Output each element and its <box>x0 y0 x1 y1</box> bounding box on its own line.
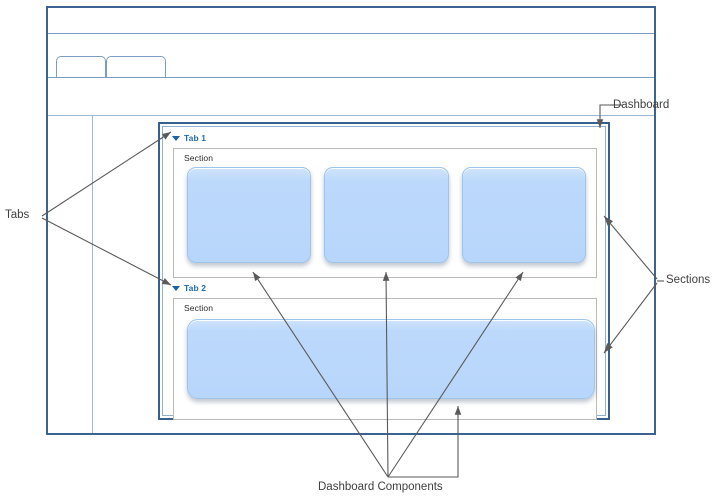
annotation-label-components: Dashboard Components <box>318 481 443 493</box>
sidebar-divider <box>92 116 93 433</box>
dashboard-tab-1-label: Tab 1 <box>184 133 207 143</box>
window-menu-strip <box>48 34 654 56</box>
chrome-tab-1[interactable] <box>56 56 106 78</box>
chrome-tab-2[interactable] <box>106 56 166 78</box>
annotation-label-dashboard: Dashboard <box>613 99 670 111</box>
section-panel-2: Section <box>173 298 597 420</box>
section-2-title: Section <box>184 303 214 313</box>
dashboard-frame: Tab 1 Section Tab 2 Section <box>158 122 610 420</box>
triangle-down-icon <box>172 135 180 141</box>
triangle-down-icon <box>172 285 180 291</box>
component-row-1 <box>174 163 596 263</box>
dashboard-tab-1-header[interactable]: Tab 1 <box>167 130 601 146</box>
dashboard-component-1[interactable] <box>187 167 312 263</box>
section-panel-1: Section <box>173 148 597 278</box>
dashboard-inner-frame: Tab 1 Section Tab 2 Section <box>162 126 606 420</box>
window-title-bar <box>48 8 654 34</box>
dashboard-component-3[interactable] <box>461 167 586 263</box>
dashboard-tab-2-header[interactable]: Tab 2 <box>167 280 601 296</box>
tab-strip-baseline <box>48 77 654 78</box>
dashboard-content: Tab 1 Section Tab 2 Section <box>167 130 601 420</box>
dashboard-component-4[interactable] <box>187 319 595 399</box>
section-1-title: Section <box>184 153 214 163</box>
window-toolbar-band <box>48 78 654 116</box>
annotation-label-sections: Sections <box>666 274 711 286</box>
dashboard-tab-2-label: Tab 2 <box>184 283 207 293</box>
annotation-label-tabs: Tabs <box>5 209 30 221</box>
dashboard-component-2[interactable] <box>324 167 449 263</box>
window-tab-strip <box>48 56 654 78</box>
